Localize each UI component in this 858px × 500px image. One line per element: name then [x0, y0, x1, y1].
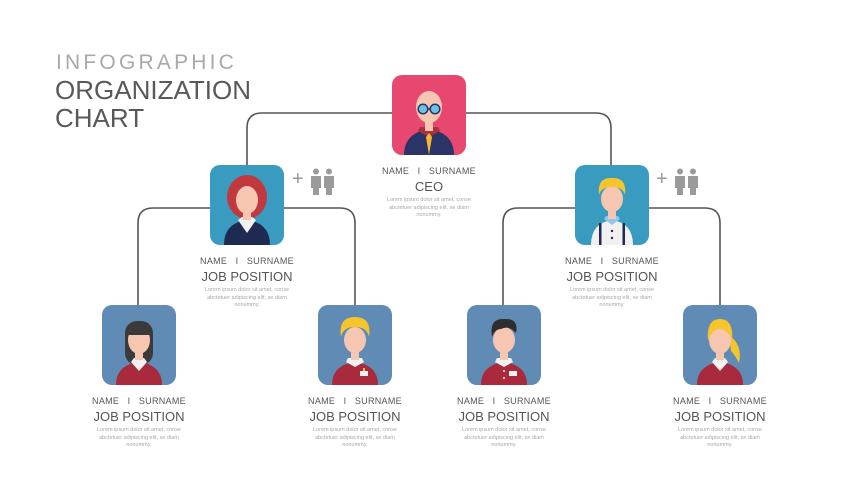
manager-left-description: Lorem ipsum dolor sit amet, conse abctet… — [204, 287, 290, 308]
node-manager-left: NAME I SURNAME JOB POSITION Lorem ipsum … — [172, 165, 322, 310]
staff-1-role: JOB POSITION — [93, 409, 185, 424]
title-chart: CHART — [55, 103, 145, 133]
bald-man-glasses-avatar — [392, 75, 466, 155]
staff-1-name: NAME I SURNAME — [92, 396, 186, 406]
blonde-woman-ponytail-avatar — [683, 305, 757, 385]
red-hair-woman-avatar — [210, 165, 284, 245]
plus-icon[interactable]: + — [656, 168, 668, 190]
staff-2-name: NAME I SURNAME — [308, 396, 402, 406]
manager-right-description: Lorem ipsum dolor sit amet, conse abctet… — [569, 287, 655, 308]
plus-icon[interactable]: + — [292, 168, 304, 190]
dark-hair-man-avatar — [467, 305, 541, 385]
node-staff-2: NAME I SURNAME JOB POSITION Lorem ipsum … — [280, 305, 430, 450]
node-ceo: NAME I SURNAME CEO Lorem ipsum dolor sit… — [354, 75, 504, 220]
staff-3-description: Lorem ipsum dolor sit amet, conse abctet… — [461, 427, 547, 448]
blond-man-suspenders-avatar — [575, 165, 649, 245]
ceo-description: Lorem ipsum dolor sit amet, conse abctet… — [386, 197, 472, 218]
staff-2-role: JOB POSITION — [309, 409, 401, 424]
staff-4-role: JOB POSITION — [674, 409, 766, 424]
ceo-role: CEO — [414, 179, 444, 194]
title-organization: ORGANIZATION — [55, 75, 251, 105]
staff-3-name: NAME I SURNAME — [457, 396, 551, 406]
node-staff-3: NAME I SURNAME JOB POSITION Lorem ipsum … — [429, 305, 579, 450]
manager-right-role: JOB POSITION — [566, 269, 658, 284]
staff-3-role: JOB POSITION — [458, 409, 550, 424]
two-people-icon[interactable] — [674, 168, 700, 196]
dark-hair-woman-avatar — [102, 305, 176, 385]
node-manager-right: NAME I SURNAME JOB POSITION Lorem ipsum … — [537, 165, 687, 310]
manager-left-name: NAME I SURNAME — [200, 256, 294, 266]
node-staff-4: NAME I SURNAME JOB POSITION Lorem ipsum … — [645, 305, 795, 450]
curly-blond-man-avatar — [318, 305, 392, 385]
ceo-name: NAME I SURNAME — [382, 166, 476, 176]
staff-4-name: NAME I SURNAME — [673, 396, 767, 406]
staff-2-description: Lorem ipsum dolor sit amet, conse abctet… — [312, 427, 398, 448]
title-infographic: INFOGRAPHIC — [56, 51, 238, 74]
manager-right-name: NAME I SURNAME — [565, 256, 659, 266]
manager-left-role: JOB POSITION — [201, 269, 293, 284]
staff-4-description: Lorem ipsum dolor sit amet, conse abctet… — [677, 427, 763, 448]
node-staff-1: NAME I SURNAME JOB POSITION Lorem ipsum … — [64, 305, 214, 450]
two-people-icon[interactable] — [310, 168, 336, 196]
staff-1-description: Lorem ipsum dolor sit amet, conse abctet… — [96, 427, 182, 448]
